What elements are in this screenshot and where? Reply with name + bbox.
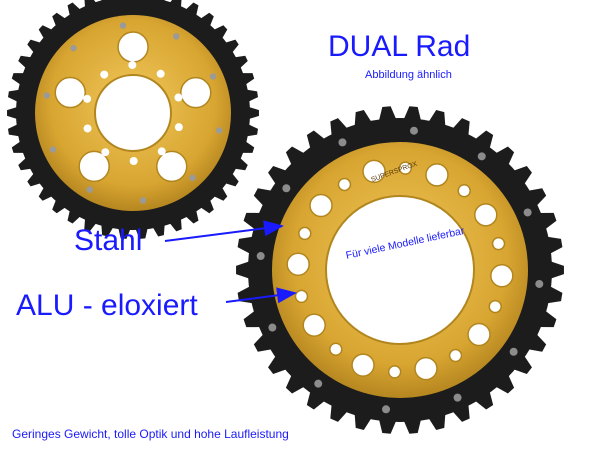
carrier-hole	[209, 73, 217, 80]
sprocket-tooth	[492, 372, 515, 394]
carrier-hole	[216, 127, 223, 134]
carrier-hole	[467, 322, 491, 347]
carrier-hole	[139, 197, 147, 204]
carrier-hole	[86, 186, 93, 193]
carrier-hole	[78, 150, 110, 183]
image-note: Abbildung ähnlich	[365, 69, 452, 81]
carrier-hole	[535, 279, 544, 288]
sprocket-tooth	[510, 353, 532, 374]
carrier-hole	[414, 356, 438, 381]
carrier-hole	[70, 44, 77, 52]
big-carrier-holes	[256, 126, 544, 414]
footer-text: Geringes Gewicht, tolle Optik und hohe L…	[12, 427, 289, 441]
carrier-hole	[156, 69, 165, 78]
sprocket-tooth	[510, 166, 532, 187]
carrier-hole	[256, 252, 265, 261]
sprocket-tooth	[211, 185, 228, 201]
carrier-hole	[180, 76, 212, 109]
carrier-hole	[338, 138, 347, 147]
carrier-hole	[173, 33, 180, 40]
small-carrier-holes	[43, 22, 223, 204]
sprocket-tooth	[198, 197, 214, 214]
carrier-hole	[351, 353, 375, 377]
carrier-hole	[409, 126, 418, 135]
carrier-hole	[477, 152, 486, 161]
steel-arrow	[164, 220, 284, 242]
small-sprocket-image	[7, 0, 259, 239]
carrier-hole	[100, 70, 109, 79]
carrier-hole	[43, 92, 50, 99]
carrier-hole	[474, 203, 498, 227]
carrier-hole	[83, 94, 92, 103]
sprocket-tooth	[27, 171, 43, 187]
carrier-hole	[298, 226, 312, 241]
small-center-bore	[94, 74, 172, 152]
sprocket-tooth	[38, 185, 55, 201]
sprocket-tooth	[285, 146, 308, 168]
carrier-hole	[509, 347, 518, 356]
carrier-hole	[425, 163, 449, 187]
carrier-hole	[309, 193, 333, 218]
alu-arrow	[225, 287, 297, 304]
sprocket-tooth	[492, 146, 515, 168]
sprocket-tooth	[285, 372, 308, 394]
carrier-hole	[457, 183, 471, 198]
sprocket-tooth	[52, 197, 68, 214]
page-title: DUAL Rad	[328, 30, 471, 63]
carrier-hole	[329, 342, 343, 357]
carrier-hole	[129, 156, 138, 165]
sprocket-tooth	[38, 25, 55, 41]
sprocket-tooth	[198, 12, 214, 29]
carrier-hole	[286, 252, 310, 276]
carrier-hole	[83, 124, 92, 133]
alu-label: ALU - eloxiert	[16, 289, 198, 322]
carrier-hole	[491, 236, 506, 251]
carrier-hole	[302, 313, 326, 337]
sprocket-tooth	[211, 25, 228, 41]
carrier-hole	[314, 379, 323, 388]
sprocket-tooth	[52, 12, 68, 29]
sprocket-tooth	[223, 39, 239, 55]
carrier-hole	[282, 184, 291, 193]
carrier-hole	[294, 289, 309, 304]
carrier-hole	[54, 76, 86, 109]
carrier-hole	[337, 177, 352, 192]
carrier-hole	[157, 147, 166, 156]
carrier-hole	[453, 393, 462, 402]
carrier-hole	[523, 208, 532, 217]
carrier-hole	[362, 159, 386, 184]
carrier-hole	[156, 150, 188, 183]
carrier-hole	[174, 93, 183, 102]
carrier-hole	[387, 365, 402, 379]
carrier-hole	[101, 148, 110, 157]
carrier-hole	[448, 348, 463, 363]
sprocket-tooth	[268, 166, 290, 187]
carrier-hole	[128, 61, 137, 70]
carrier-hole	[268, 323, 277, 332]
sprocket-tooth	[268, 353, 290, 374]
big-center-bore	[325, 195, 475, 345]
carrier-hole	[488, 299, 502, 314]
carrier-hole	[382, 405, 391, 414]
carrier-hole	[174, 123, 183, 132]
steel-label: Stahl	[74, 224, 143, 257]
sprocket-tooth	[223, 171, 239, 187]
carrier-hole	[117, 31, 149, 63]
carrier-hole	[398, 161, 413, 175]
big-sprocket-image: SUPERSPROX	[236, 106, 564, 434]
carrier-hole	[189, 174, 196, 182]
carrier-hole	[119, 22, 127, 29]
sprocket-tooth	[27, 39, 43, 55]
carrier-hole	[49, 146, 57, 153]
carrier-hole	[490, 264, 514, 288]
